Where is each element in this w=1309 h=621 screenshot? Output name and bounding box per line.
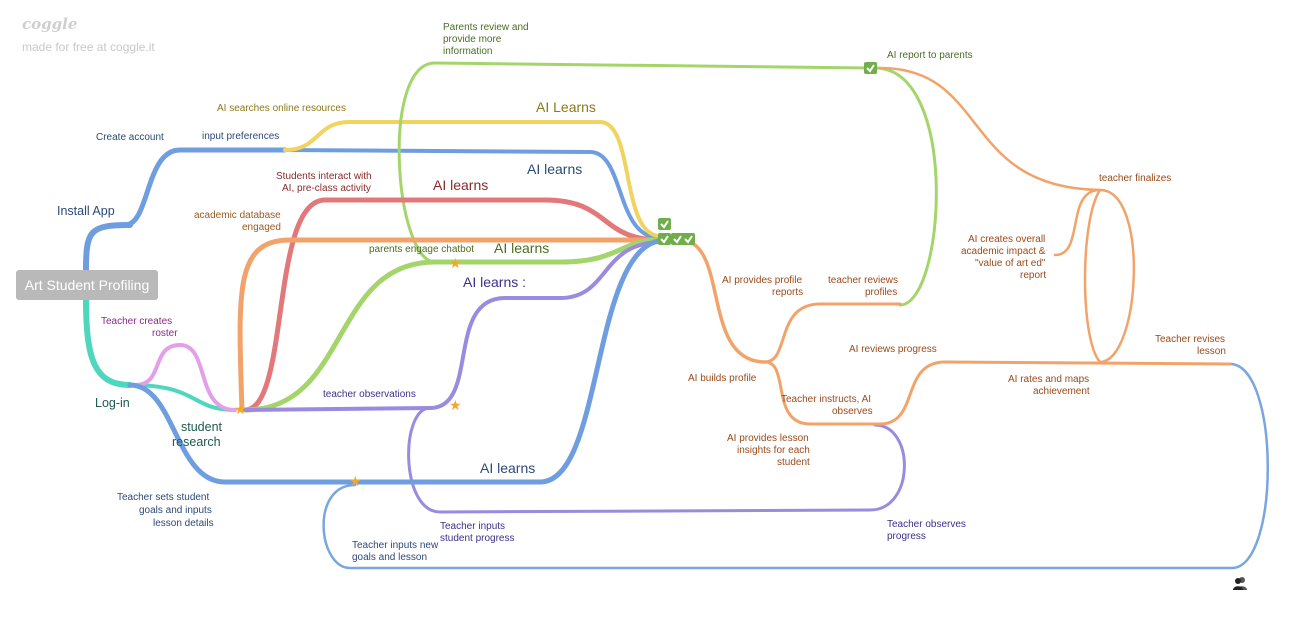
branch-ai-searches (283, 120, 662, 238)
svg-text:★: ★ (449, 255, 462, 271)
svg-text:★: ★ (449, 397, 462, 413)
label-ai-creates-4: report (1020, 270, 1046, 281)
label-create-account: Create account (96, 132, 164, 143)
label-ai-provides-lesson-1: AI provides lesson (727, 433, 809, 444)
coggle-logo: coggle (22, 15, 78, 33)
label-ai-report-parents: AI report to parents (887, 50, 973, 61)
label-academic-db-1: academic database (194, 210, 281, 221)
label-parents-chatbot: parents engage chatbot (369, 244, 474, 255)
label-teacher-observations: teacher observations (323, 389, 416, 400)
label-ai-provides-profile-2: reports (772, 287, 803, 298)
label-student-research-2: research (172, 435, 221, 449)
label-teacher-instructs-1: Teacher instructs, AI (781, 394, 871, 405)
branch-ai-creates-report (1053, 188, 1102, 257)
branch-ai-provides-profile (763, 302, 902, 364)
label-teacher-revises-1: Teacher revises (1155, 334, 1225, 345)
label-teacher-observes-2: progress (887, 531, 926, 542)
label-teacher-sets-1: Teacher sets student (117, 492, 209, 503)
label-ai-creates-1: AI creates overall (968, 234, 1045, 245)
branch-parents-review (433, 61, 870, 70)
check-icon (671, 233, 684, 245)
label-ai-creates-2: academic impact & (961, 246, 1046, 257)
check-icon (864, 62, 877, 74)
star-icon: ★ (349, 473, 362, 489)
label-input-preferences: input preferences (202, 131, 279, 142)
users-icon[interactable] (1232, 575, 1248, 591)
label-install-app: Install App (57, 204, 115, 218)
branch-students-interact (242, 197, 663, 413)
branch-teacher-inputs-progress (407, 406, 906, 514)
branch-ai-builds-profile (678, 238, 767, 364)
root-node[interactable]: Art Student Profiling (16, 270, 158, 300)
label-ai-creates-3: "value of art ed" (975, 258, 1046, 269)
label-ai-searches: AI searches online resources (217, 103, 346, 114)
branch-parents-chatbot (242, 237, 663, 413)
branch-ai-report-to-parents (878, 66, 1102, 192)
branch-ai-learns-top-blue (283, 148, 662, 240)
label-students-interact-2: AI, pre-class activity (282, 183, 371, 194)
branch-ai-report-return (873, 66, 938, 307)
label-ai-rates-1: AI rates and maps (1008, 374, 1089, 385)
label-teacher-reviews-1: teacher reviews (828, 275, 898, 286)
check-icon (682, 233, 695, 245)
label-academic-db-2: engaged (242, 222, 281, 233)
branch-install-app (83, 222, 133, 273)
label-log-in: Log-in (95, 396, 130, 410)
label-teacher-sets-2: goals and inputs (139, 505, 212, 516)
branch-create-account (122, 147, 288, 228)
label-ai-learns-blue-bottom: AI learns (480, 460, 535, 476)
label-teacher-creates-1: Teacher creates (101, 316, 172, 327)
label-teacher-observes-1: Teacher observes (887, 519, 966, 530)
label-ai-learns-blue-top: AI learns (527, 161, 582, 177)
label-teacher-reviews-2: profiles (865, 287, 897, 298)
branch-ai-rates-maps (1083, 188, 1102, 364)
label-teacher-inputs-progress-1: Teacher inputs (440, 521, 505, 532)
star-icon: ★ (234, 401, 247, 417)
star-icon: ★ (449, 397, 462, 413)
label-teacher-inputs-new-2: goals and lesson (352, 552, 427, 563)
label-teacher-inputs-progress-2: student progress (440, 533, 515, 544)
branch-teacher-observations (243, 240, 664, 412)
branch-ai-reviews-progress (878, 360, 1232, 426)
label-ai-learns-yellow: AI Learns (536, 99, 596, 115)
label-ai-provides-lesson-2: insights for each (737, 445, 810, 456)
label-parents-review-3: information (443, 46, 492, 57)
branch-teacher-creates-roster (133, 343, 237, 412)
coggle-subtitle: made for free at coggle.it (22, 40, 155, 54)
label-ai-rates-2: achievement (1033, 386, 1090, 397)
branch-log-in (83, 297, 133, 388)
branch-teacher-finalizes (1098, 188, 1136, 364)
label-ai-learns-red: AI learns (433, 177, 488, 193)
star-icon: ★ (449, 255, 462, 271)
svg-text:★: ★ (234, 401, 247, 417)
label-ai-provides-profile-1: AI provides profile (722, 275, 802, 286)
label-students-interact-1: Students interact with (276, 171, 372, 182)
label-ai-provides-lesson-3: student (777, 457, 810, 468)
label-teacher-creates-2: roster (152, 328, 178, 339)
label-teacher-finalizes: teacher finalizes (1099, 173, 1171, 184)
label-ai-learns-green: AI learns (494, 240, 549, 256)
svg-text:★: ★ (349, 473, 362, 489)
label-ai-learns-purple: AI learns : (463, 274, 526, 290)
label-teacher-revises-2: lesson (1197, 346, 1226, 357)
branch-teacher-sets-goals (127, 237, 668, 485)
branch-academic-database (237, 237, 663, 413)
label-teacher-instructs-2: observes (832, 406, 873, 417)
label-teacher-inputs-new-1: Teacher inputs new (352, 540, 439, 551)
label-parents-review-2: provide more (443, 34, 502, 45)
branch-teacher-instructs (763, 360, 882, 426)
check-icon (658, 233, 671, 245)
label-teacher-sets-3: lesson details (153, 518, 214, 529)
label-ai-reviews-progress: AI reviews progress (849, 344, 937, 355)
label-parents-review-1: Parents review and (443, 22, 529, 33)
branch-parents-review-loop (397, 61, 437, 264)
label-student-research-1: student (181, 420, 223, 434)
label-ai-builds-profile: AI builds profile (688, 373, 757, 384)
branch-teacher-inputs-new (322, 362, 1269, 570)
check-icon (658, 218, 671, 230)
